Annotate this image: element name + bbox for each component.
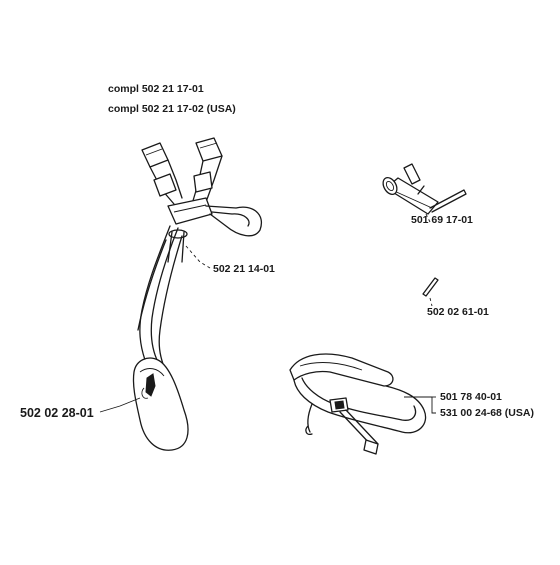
hip-pad-ring-part-number: 502 21 14-01 [213,263,275,275]
leader-lines [99,213,436,414]
strap-drawing [289,353,427,455]
pin-drawing [422,277,439,297]
strap-part-number: 501 78 40-01 [440,391,502,403]
pin-part-number: 502 02 61-01 [427,306,489,318]
wrench-drawing [382,163,467,215]
hip-pad-part-number: 502 02 28-01 [20,406,94,420]
harness-usa-part-number: compl 502 21 17-02 (USA) [108,103,236,115]
harness-part-number: compl 502 21 17-01 [108,83,204,95]
strap-usa-part-number: 531 00 24-68 (USA) [440,407,534,419]
harness-drawing [132,137,262,451]
wrench-part-number: 501 69 17-01 [411,214,473,226]
